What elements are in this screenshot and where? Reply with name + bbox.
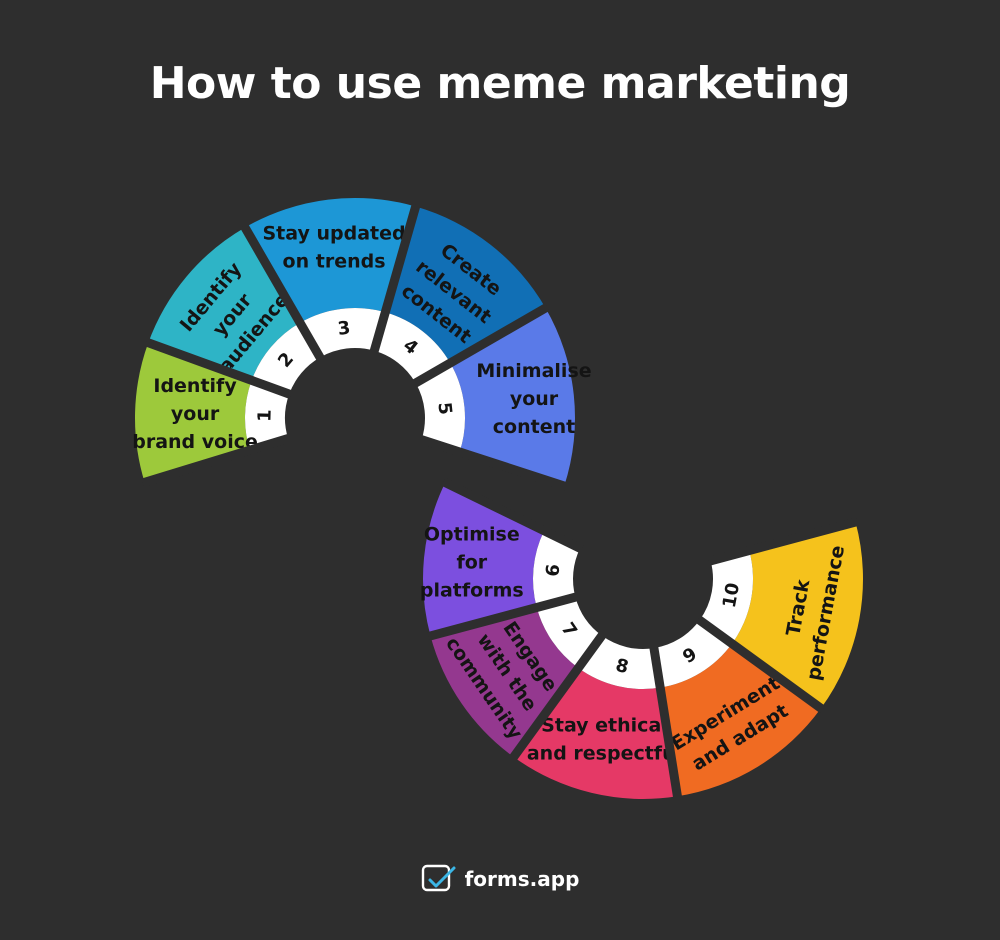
segment-gap (508, 631, 607, 762)
step-5-number-band (415, 363, 466, 452)
step-6-label: Optimise for platforms (420, 524, 524, 602)
page-title: How to use meme marketing (149, 58, 851, 109)
step-1-label: Identify your brand voice (132, 375, 258, 453)
step-3-label-line: on trends (283, 250, 386, 272)
segment-gap (141, 433, 292, 488)
step-5-number: 5 (433, 401, 455, 416)
step-5-label-line: Minimalise (476, 360, 591, 382)
step-1-number-band (245, 380, 290, 451)
step-6-label-line: platforms (420, 580, 524, 602)
step-5-label-line: content (493, 416, 575, 438)
step-10-number-band (699, 550, 753, 644)
step-1-label-line: Identify (153, 375, 237, 397)
step-1-label-line: your (171, 403, 220, 425)
segment-gap (427, 592, 579, 641)
step-8-number-band (578, 635, 661, 690)
step-4-number-band (374, 312, 451, 383)
step-8-number: 8 (613, 655, 630, 678)
step-10-color-band (731, 522, 863, 709)
step-7-color-band (430, 607, 579, 757)
segment-gaps (141, 203, 859, 799)
step-1-segment: 1 Identify your brand voice (132, 342, 290, 483)
segment-gap (418, 434, 568, 491)
step-7-number-band (536, 597, 602, 668)
segment-gap (144, 337, 293, 399)
step-6-label-line: for (456, 552, 487, 574)
step-5-segment: 5 Minimalise your content (415, 308, 592, 486)
step-8-label-line: and respectful (527, 742, 682, 764)
step-5-color-band (450, 308, 575, 486)
segment-gap (649, 645, 683, 799)
segment-gap (695, 615, 826, 714)
step-3-number-band (300, 308, 386, 358)
step-5-label: Minimalise your content (476, 360, 591, 438)
step-3-label: Stay updated on trends (262, 222, 405, 272)
brand-footer: forms.app (0, 864, 1000, 894)
brand-name: forms.app (464, 867, 580, 891)
step-4-color-band (385, 206, 546, 363)
step-1-color-band (135, 342, 252, 483)
step-9-number-band (653, 620, 732, 688)
step-5-label-line: your (510, 388, 559, 410)
segment-gap (441, 477, 584, 554)
step-8-label: Stay ethical and respectful (527, 714, 682, 764)
step-1-number: 1 (254, 409, 275, 422)
step-10-number: 10 (719, 581, 744, 609)
segment-gap (411, 303, 550, 388)
step-3-segment: 3 Stay updated on trends (245, 197, 416, 358)
step-3-number: 3 (337, 317, 352, 339)
step-3-label-line: Stay updated (262, 222, 405, 244)
step-8-label-line: Stay ethical (541, 714, 668, 736)
step-6-number-band (533, 530, 581, 608)
step-2-number-band (251, 322, 320, 395)
segment-gap (707, 517, 859, 566)
segment-gap (240, 223, 325, 362)
forms-app-logo-icon (421, 864, 456, 892)
step-3-color-band (245, 197, 416, 323)
step-6-label-line: Optimise (424, 524, 520, 546)
step-6-number: 6 (542, 563, 564, 577)
segment-gap (369, 203, 421, 354)
step-1-label-line: brand voice (132, 431, 258, 453)
